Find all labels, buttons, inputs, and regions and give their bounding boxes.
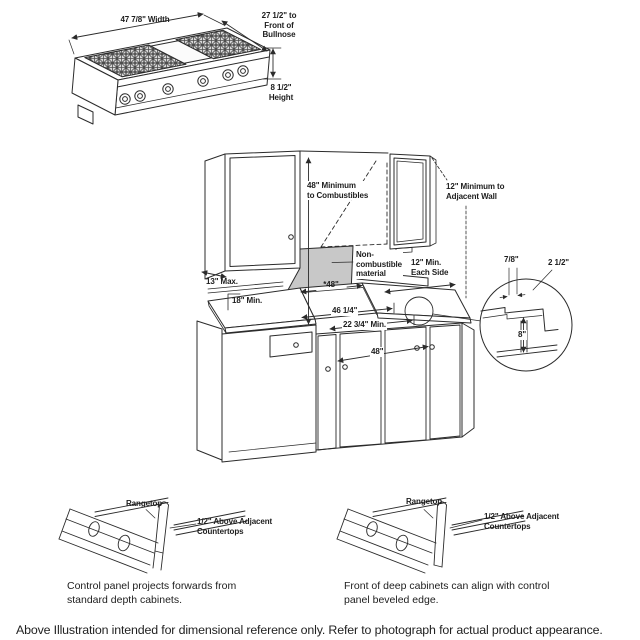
countertop-depth-min-label: 18" Min. (232, 296, 263, 305)
wall-cabinet-depth-max-label: 13" Max. (206, 277, 238, 286)
above-countertop-label-right: 1/2" Above Adjacent Countertops (484, 512, 560, 531)
rangetop-dimension-lines (68, 12, 282, 80)
rangetop-label-right: Rangetop (406, 497, 443, 506)
min-to-combustibles-label: 48" Minimum to Combustibles (306, 181, 370, 201)
bullnose-depth-dimension-label: 27 1/2" to Front of Bullnose (261, 11, 297, 40)
rangetop-label-left: Rangetop (126, 499, 163, 508)
detail-right-drawing (336, 497, 526, 574)
caption-left: Control panel projects forwards from sta… (67, 580, 237, 606)
cutout-width-alt-label: 46 1/4" (331, 306, 359, 316)
min-each-side-label: 12" Min. Each Side (411, 258, 449, 277)
cutout-width-label: *48" (323, 280, 339, 289)
rangetop-isometric-drawing (68, 12, 282, 125)
above-countertop-label-left: 1/2" Above Adjacent Countertops (197, 517, 273, 536)
notch-depth-label: 7/8" (503, 255, 520, 265)
edge-detail-callout (404, 267, 573, 372)
apron-height-label: 8" (517, 330, 528, 340)
hood-outline-dashed (320, 160, 388, 248)
noncombustible-material-label: Non- combustible material (355, 250, 404, 279)
cabinet-opening-width-label: 48" (370, 347, 385, 357)
notch-width-label: 2 1/2" (547, 258, 570, 268)
rangetop-knobs (119, 65, 249, 105)
height-dimension-label: 8 1/2" Height (268, 83, 294, 102)
detail-left-drawing (58, 497, 248, 574)
footer-disclaimer: Above Illustration intended for dimensio… (16, 623, 603, 637)
caption-right: Front of deep cabinets can align with co… (344, 580, 550, 606)
cutout-depth-min-label: 22 3/4" Min. (342, 320, 388, 330)
min-to-adjacent-wall-label: 12" Minimum to Adjacent Wall (446, 182, 505, 201)
installation-diagram-drawing (196, 150, 573, 463)
width-dimension-label: 47 7/8" Width (120, 15, 170, 24)
